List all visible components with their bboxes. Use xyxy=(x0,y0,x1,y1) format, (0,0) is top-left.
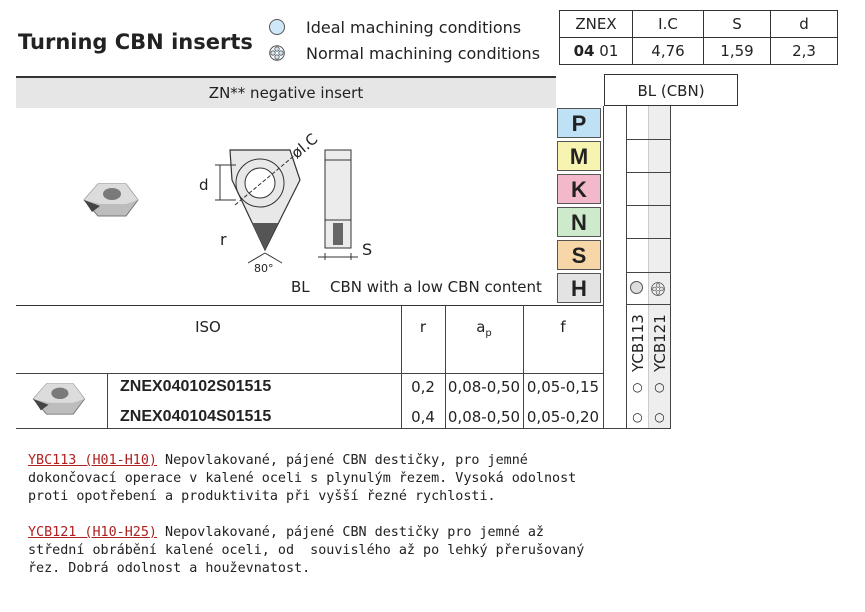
bl-cbn-header: BL (CBN) xyxy=(604,74,738,106)
row-f: 0,05-0,20 xyxy=(526,408,600,426)
ic-value: 4,76 xyxy=(632,37,704,65)
grade-row-line-2 xyxy=(626,172,671,173)
bl-code: BL xyxy=(291,278,310,296)
grade2-normal-icon xyxy=(651,281,665,296)
note-line: Nepovlakované, pájené CBN destičky, pro … xyxy=(157,453,528,468)
grade-row-line-6 xyxy=(626,304,671,305)
grade1-ideal-icon xyxy=(630,281,643,294)
bl-description: CBN with a low CBN content xyxy=(330,278,542,296)
row-mark-ycb113: ○ xyxy=(632,410,643,424)
normal-condition-icon xyxy=(269,45,285,61)
dim-angle-label: 80° xyxy=(254,262,274,275)
col-sep-end xyxy=(603,106,604,428)
dim-s-label: S xyxy=(362,240,373,259)
znex-code: 04 01 xyxy=(559,37,633,65)
code-bold: 04 xyxy=(573,42,595,60)
col-f: f xyxy=(560,318,566,336)
row-r: 0,2 xyxy=(411,378,435,396)
col-ap: ap xyxy=(446,318,522,339)
material-h: H xyxy=(557,273,601,303)
legend-normal: Normal machining conditions xyxy=(306,44,541,63)
note-line: řez. Dobrá odolnost a houževnatost. xyxy=(28,561,311,576)
insert-photo-icon xyxy=(80,180,140,220)
grade-ycb113: YCB113 xyxy=(629,314,647,372)
table-header-line xyxy=(16,373,604,374)
grade-col-line-1 xyxy=(626,106,627,428)
grade-row-line-5 xyxy=(626,272,671,273)
col-sep-ap xyxy=(445,305,446,428)
ideal-condition-icon xyxy=(269,19,285,35)
row-mark-ycb113: ○ xyxy=(632,380,643,394)
row-ap: 0,08-0,50 xyxy=(447,378,521,396)
note-block: YCB121 (H10-H25) Nepovlakované, pájené C… xyxy=(28,524,584,578)
col-ap-sub: p xyxy=(485,328,492,339)
grade-row-line-3 xyxy=(626,205,671,206)
dim-r-label: r xyxy=(220,230,227,249)
row-mark-ycb121: ○ xyxy=(654,380,665,394)
grade-col-line-2 xyxy=(648,106,649,428)
col-ap-main: a xyxy=(476,318,486,336)
material-s: S xyxy=(557,240,601,270)
note-line: střední obrábění kalené oceli, od souvis… xyxy=(28,543,585,558)
note-line: proti opotřebení a produktivita při vyšš… xyxy=(28,489,496,504)
s-value: 1,59 xyxy=(703,37,771,65)
row-ap: 0,08-0,50 xyxy=(447,408,521,426)
row-r: 0,4 xyxy=(411,408,435,426)
grade-row-line-4 xyxy=(626,238,671,239)
table-top-line xyxy=(16,305,604,306)
note-block: YBC113 (H01-H10) Nepovlakované, pájené C… xyxy=(28,452,576,506)
col-iso: ISO xyxy=(195,318,221,336)
col-d: d xyxy=(770,10,838,38)
code-rest: 01 xyxy=(599,42,619,60)
material-k: K xyxy=(557,174,601,204)
col-s: S xyxy=(703,10,771,38)
row-mark-ycb121: ○ xyxy=(654,410,665,424)
note-grade-link[interactable]: YBC113 (H01-H10) xyxy=(28,453,157,468)
material-m: M xyxy=(557,141,601,171)
page-title: Turning CBN inserts xyxy=(18,30,253,54)
note-line: dokončovací operace v kalené oceli s ply… xyxy=(28,471,577,486)
grade-stripe xyxy=(649,106,670,428)
col-znex: ZNEX xyxy=(559,10,633,38)
col-sep-r xyxy=(401,305,402,428)
product-photo-icon xyxy=(28,380,88,418)
insert-dimension-table: ZNEX I.C S d 04 01 4,76 1,59 2,3 xyxy=(559,10,838,65)
legend-ideal: Ideal machining conditions xyxy=(306,18,522,37)
row-iso-code: ZNEX040104S01515 xyxy=(120,408,272,425)
table-bottom-line xyxy=(16,428,671,429)
col-r: r xyxy=(419,318,427,336)
note-line: Nepovlakované, pájené CBN destičky pro j… xyxy=(157,525,544,540)
insert-technical-drawing xyxy=(200,125,380,275)
col-ic: I.C xyxy=(632,10,704,38)
note-grade-link[interactable]: YCB121 (H10-H25) xyxy=(28,525,157,540)
material-n: N xyxy=(557,207,601,237)
grade-col-line-3 xyxy=(670,106,671,428)
col-sep-code xyxy=(107,373,108,428)
d-value: 2,3 xyxy=(770,37,838,65)
row-iso-code: ZNEX040102S01515 xyxy=(120,378,272,395)
insert-type-band: ZN** negative insert xyxy=(16,76,556,108)
row-f: 0,05-0,15 xyxy=(526,378,600,396)
grade-ycb121: YCB121 xyxy=(651,314,669,372)
dim-d-label: d xyxy=(199,176,209,194)
material-p: P xyxy=(557,108,601,138)
grade-row-line-1 xyxy=(626,139,671,140)
col-sep-f xyxy=(523,305,524,428)
